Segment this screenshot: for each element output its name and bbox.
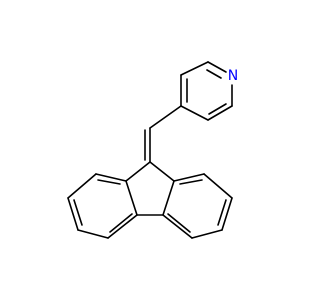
right-benzene-ring <box>162 173 233 239</box>
bond <box>95 173 127 182</box>
bond <box>207 61 227 73</box>
bond <box>221 197 233 231</box>
bond <box>67 173 97 199</box>
bond <box>191 229 223 239</box>
bond <box>180 61 209 76</box>
double-bond-inner <box>217 199 227 226</box>
double-bond-inner <box>73 199 83 226</box>
bond <box>107 214 138 239</box>
bond <box>125 161 151 182</box>
bond <box>173 173 205 182</box>
double-bond-inner <box>206 69 222 79</box>
bond <box>180 105 209 121</box>
bond <box>149 161 175 182</box>
bond <box>207 105 233 121</box>
atom-label-nitrogen: N <box>228 68 238 84</box>
pyridine-ring <box>180 61 233 121</box>
bond <box>149 105 182 129</box>
left-benzene-ring <box>67 173 138 239</box>
bond <box>67 197 79 231</box>
double-bond-inner <box>179 179 203 185</box>
double-bond-inner <box>109 213 133 233</box>
bond <box>77 229 109 239</box>
bond <box>203 173 233 199</box>
bond <box>125 180 138 216</box>
double-bond-inner <box>208 103 227 115</box>
bond <box>162 214 193 239</box>
molecule-structure-diagram: N <box>67 61 238 239</box>
double-bond-inner <box>167 213 191 233</box>
methylidene-linker <box>144 105 182 163</box>
cyclopentadiene-ring <box>125 161 175 216</box>
double-bond-inner <box>97 179 121 185</box>
bond <box>162 180 175 216</box>
